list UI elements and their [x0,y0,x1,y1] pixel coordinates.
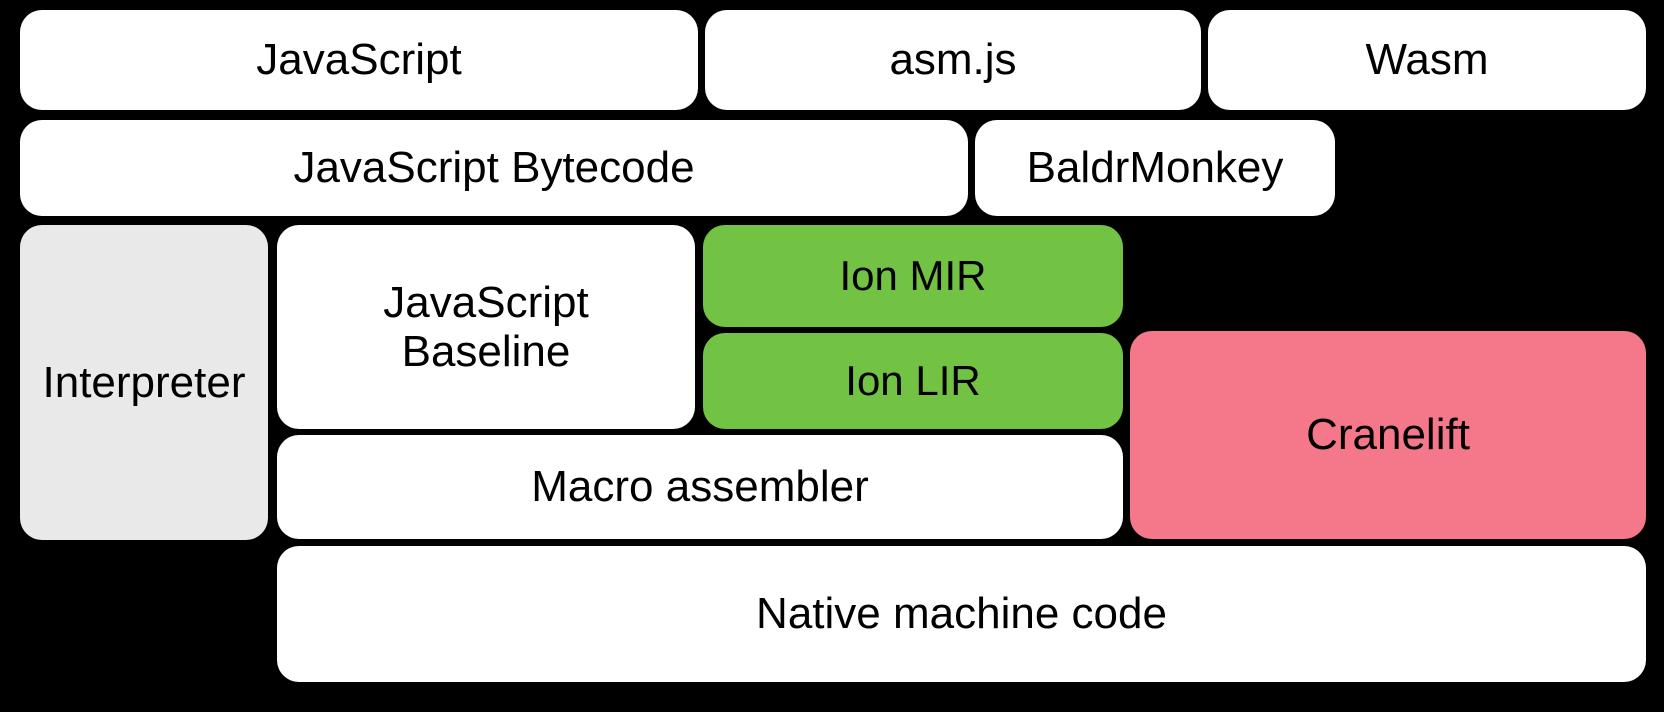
node-native-machine-code[interactable]: Native machine code [277,546,1646,682]
node-javascript-bytecode[interactable]: JavaScript Bytecode [20,120,968,216]
node-javascript[interactable]: JavaScript [20,10,698,110]
node-wasm[interactable]: Wasm [1208,10,1646,110]
node-cranelift[interactable]: Cranelift [1130,331,1646,539]
node-asm-js[interactable]: asm.js [705,10,1201,110]
node-ion-lir[interactable]: Ion LIR [703,333,1123,429]
node-baldrmonkey[interactable]: BaldrMonkey [975,120,1335,216]
node-macro-assembler[interactable]: Macro assembler [277,435,1123,539]
node-ion-mir[interactable]: Ion MIR [703,225,1123,327]
node-javascript-baseline[interactable]: JavaScript Baseline [277,225,695,429]
node-interpreter[interactable]: Interpreter [20,225,268,540]
